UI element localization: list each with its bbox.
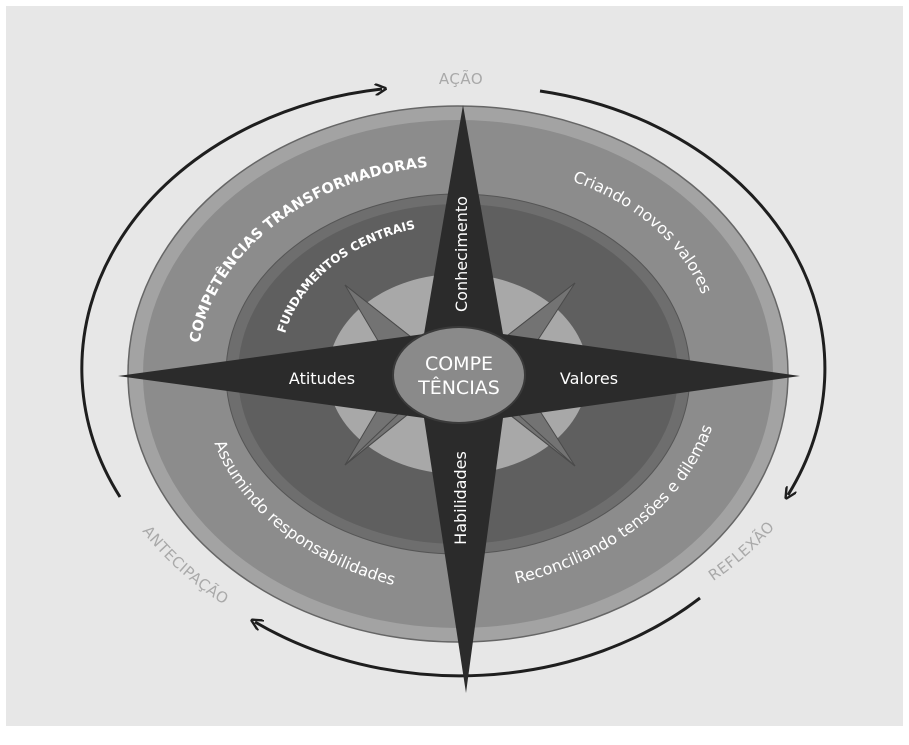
center-disc bbox=[392, 326, 526, 424]
axis-label-habilidades: Habilidades bbox=[451, 451, 470, 545]
cycle-arrow-reflection-to-anticipation bbox=[255, 596, 701, 678]
axis-label-conhecimento: Conhecimento bbox=[452, 196, 471, 312]
cycle-arrow-anticipation-to-action bbox=[80, 89, 382, 498]
center-label-line2: TÊNCIAS bbox=[417, 376, 500, 399]
cycle-arrow-action-to-reflection bbox=[539, 89, 827, 495]
cycle-label-acao: AÇÃO bbox=[439, 69, 483, 88]
axis-label-valores: Valores bbox=[560, 369, 618, 388]
center-label-line1: COMPE bbox=[425, 353, 493, 375]
axis-label-atitudes: Atitudes bbox=[289, 369, 355, 388]
